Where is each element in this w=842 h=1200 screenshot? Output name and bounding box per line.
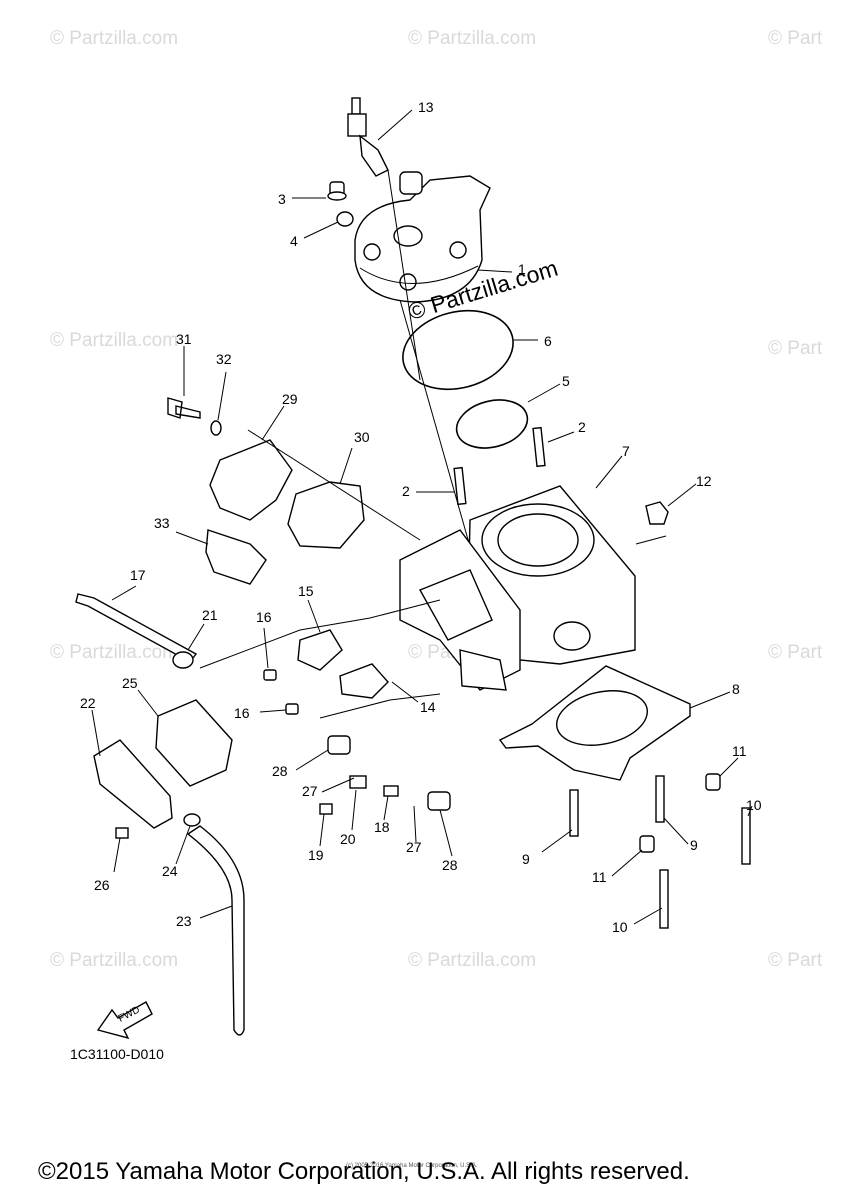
leader-lines — [91, 109, 753, 925]
callout-label: 9 — [690, 837, 698, 853]
collar-part — [327, 735, 351, 755]
callout-label: 31 — [176, 331, 192, 347]
cylinder-head-part — [354, 171, 491, 303]
callout-label: 28 — [442, 857, 458, 873]
callout-label: 5 — [562, 373, 570, 389]
callout-label: 29 — [282, 391, 298, 407]
callout-label: 28 — [272, 763, 288, 779]
screw-part — [263, 669, 277, 681]
pin-part — [383, 785, 399, 797]
valve-shaft-part — [75, 593, 198, 663]
watermark: © Partzilla.com — [50, 330, 179, 351]
screw-part — [115, 827, 129, 839]
callout-label: 4 — [290, 233, 298, 249]
head-bolt-part — [327, 181, 347, 201]
bracket-part — [349, 775, 367, 789]
callout-label: 6 — [544, 333, 552, 349]
callout-label: 11 — [732, 743, 747, 759]
screw-part — [285, 703, 299, 715]
copyright-footer: ©2015 Yamaha Motor Corporation, U.S.A. A… — [38, 1158, 690, 1185]
callout-label: 3 — [278, 191, 286, 207]
watermark: © Part — [768, 338, 823, 359]
washer-part — [210, 420, 222, 436]
callout-label: 27 — [406, 839, 422, 855]
reed-cover-part — [209, 439, 293, 521]
watermark: © Partzilla.com — [408, 950, 537, 971]
watermark: © Part — [768, 642, 823, 663]
gasket-part — [155, 699, 233, 787]
callout-label: 2 — [402, 483, 410, 499]
callout-label: 2 — [578, 419, 586, 435]
callout-label: 20 — [340, 831, 356, 847]
callout-label: 10 — [746, 797, 762, 813]
callout-label: 27 — [302, 783, 318, 799]
callout-label: 16 — [256, 609, 272, 625]
nut-part — [639, 835, 655, 853]
callout-label: 23 — [176, 913, 192, 929]
stud-part — [453, 466, 467, 506]
exhaust-valve-part — [339, 663, 389, 699]
callout-label: 18 — [374, 819, 390, 835]
watermark: © Part — [768, 28, 823, 49]
callout-label: 12 — [696, 473, 712, 489]
screw-part — [319, 803, 333, 815]
spark-plug-part — [347, 97, 389, 177]
collar-part — [427, 791, 451, 811]
fwd-arrow-icon — [96, 1001, 153, 1040]
callout-label: 13 — [418, 99, 434, 115]
callout-label: 1 — [518, 261, 526, 277]
callout-label: 24 — [162, 863, 178, 879]
callout-label: 11 — [592, 869, 607, 885]
callout-label: 16 — [234, 705, 250, 721]
bushing-part — [172, 651, 194, 669]
callout-label: 21 — [202, 607, 218, 623]
watermark: © Partzilla.com — [50, 28, 179, 49]
nut-part — [645, 501, 669, 525]
stud-part — [532, 426, 546, 468]
callout-label: 15 — [298, 583, 314, 599]
callout-label: 32 — [216, 351, 232, 367]
gasket-part — [287, 481, 365, 549]
callout-label: 10 — [612, 919, 628, 935]
watermark: © Partzilla.com — [408, 28, 537, 49]
callout-label: 25 — [122, 675, 138, 691]
callout-label: 19 — [308, 847, 324, 863]
tiny-credit: (c) 2005-2016 Yamaha Motor Corporation, … — [346, 1163, 478, 1169]
watermark: © Part — [768, 950, 823, 971]
nut-part — [705, 773, 721, 791]
stud-part — [659, 869, 669, 929]
reed-block-part — [205, 529, 267, 585]
bolt-part — [167, 397, 201, 419]
o-ring-small-part — [455, 399, 529, 449]
valve-cover-part — [93, 739, 173, 829]
callout-label: 17 — [130, 567, 146, 583]
stud-part — [655, 775, 665, 823]
callout-label: 22 — [80, 695, 96, 711]
callout-label: 33 — [154, 515, 170, 531]
stud-part — [569, 789, 579, 837]
callout-label: 8 — [732, 681, 740, 697]
callout-label: 9 — [522, 851, 530, 867]
stud-part — [741, 807, 751, 865]
cylinder-part — [399, 485, 636, 691]
clamp-part — [183, 813, 201, 827]
exhaust-valve-part — [297, 629, 343, 671]
callout-label: 26 — [94, 877, 110, 893]
watermark: © Partzilla.com — [50, 642, 179, 663]
callout-label: 30 — [354, 429, 370, 445]
breather-hose-part — [186, 825, 245, 1036]
callout-label: 7 — [622, 443, 630, 459]
o-ring-large-part — [402, 309, 514, 391]
callout-label: 14 — [420, 699, 436, 715]
washer-part — [336, 211, 354, 227]
diagram-code: 1C31100-D010 — [70, 1046, 164, 1062]
watermark: © Partzilla.com — [50, 950, 179, 971]
